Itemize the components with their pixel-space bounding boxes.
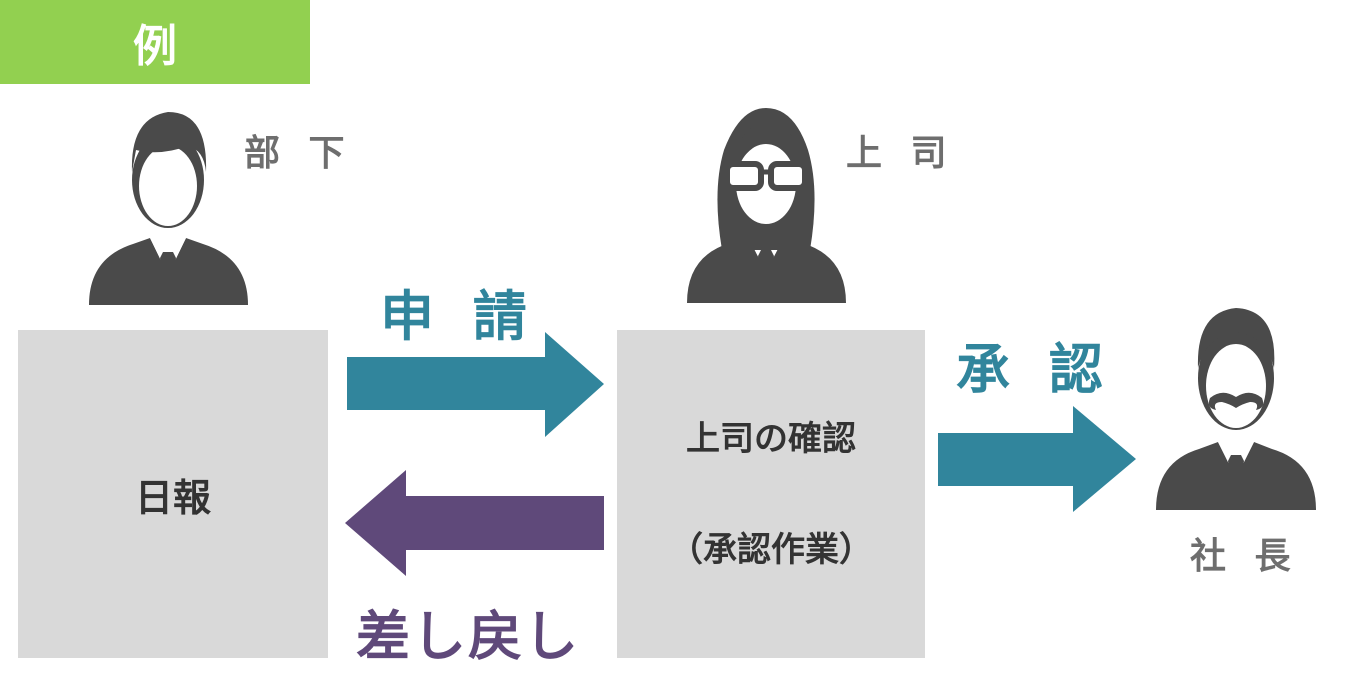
review-box-line2: （承認作業） — [669, 530, 873, 570]
approve-arrow — [938, 406, 1136, 512]
review-box-line1: 上司の確認 — [686, 419, 856, 459]
return-label: 差し戻し — [356, 605, 580, 668]
report-box-label: 日報 — [134, 475, 211, 520]
report-box: 日報 — [18, 330, 328, 658]
approve-label: 承 認 — [956, 338, 1113, 401]
role-boss-label: 上 司 — [846, 133, 955, 174]
role-president-label: 社 長 — [1190, 536, 1299, 577]
apply-arrow — [347, 332, 604, 437]
mustache-businessman-icon — [1156, 308, 1316, 510]
return-arrow — [345, 470, 604, 576]
example-tag: 例 — [0, 0, 310, 84]
businessman-icon — [89, 112, 248, 305]
example-tag-label: 例 — [133, 21, 177, 72]
apply-label: 申 請 — [380, 285, 537, 348]
review-box: 上司の確認 （承認作業） — [617, 330, 925, 658]
role-subordinate-label: 部 下 — [244, 133, 353, 174]
businesswoman-glasses-icon — [687, 108, 846, 303]
